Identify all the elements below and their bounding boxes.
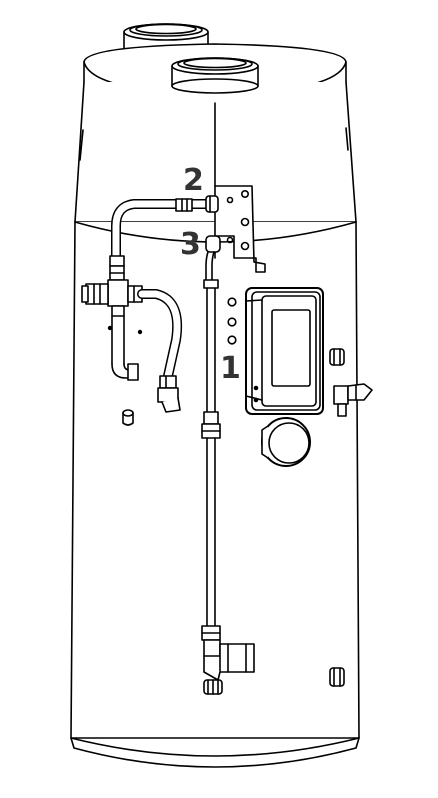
round-gauge [261, 417, 311, 467]
sensor-port-left [122, 409, 134, 426]
drain-valve [201, 625, 255, 695]
callout-label-1: 1 [220, 351, 241, 386]
hose-connection-3 [201, 235, 221, 627]
left-pipe-assembly [81, 255, 182, 413]
right-port-upper [329, 348, 345, 366]
control-panel [245, 287, 324, 415]
safety-valve [333, 383, 373, 417]
front-duct-collar [171, 57, 259, 94]
connection-bracket [214, 185, 266, 273]
hose-connection-2 [111, 195, 219, 261]
callout-label-3: 3 [180, 227, 201, 262]
right-port-lower [329, 667, 345, 687]
indicator-ports [227, 297, 237, 345]
callout-label-2: 2 [183, 163, 204, 198]
